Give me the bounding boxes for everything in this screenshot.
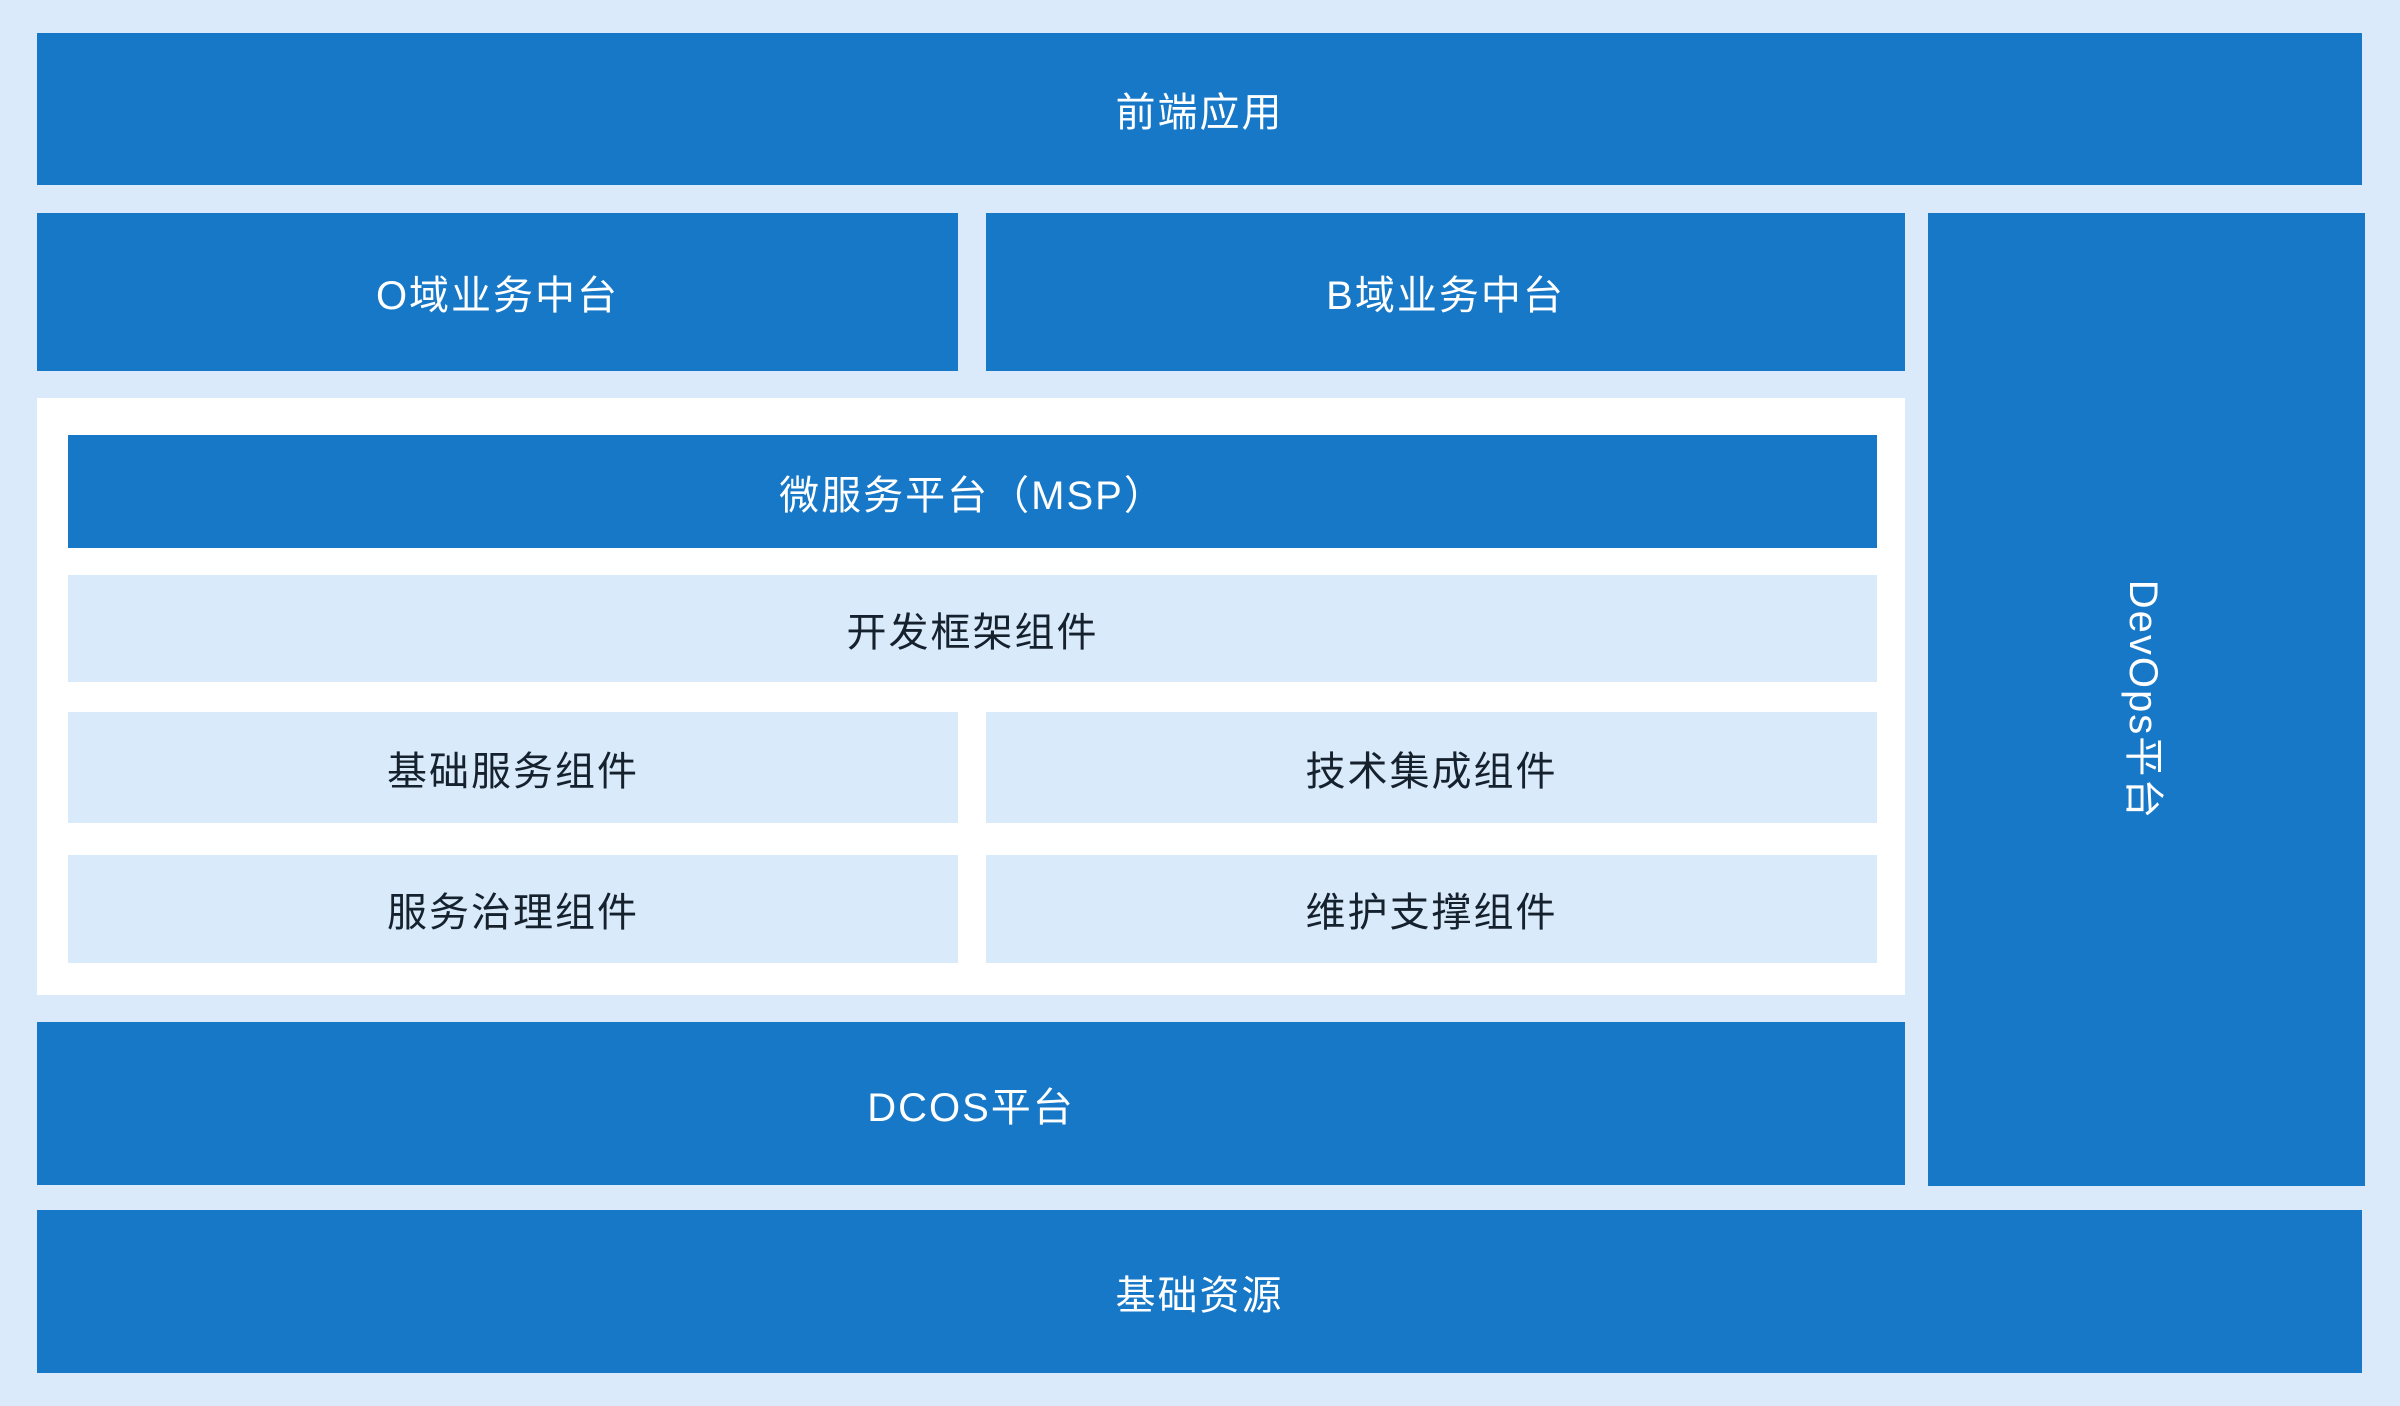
msp-component-service-governance: 服务治理组件 xyxy=(68,855,958,963)
layer-o-domain-platform: O域业务中台 xyxy=(37,213,958,371)
msp-component-label: 技术集成组件 xyxy=(1305,749,1558,794)
msp-component-label: 维护支撑组件 xyxy=(1305,891,1558,935)
msp-title-bar: 微服务平台（MSP） xyxy=(68,435,1877,548)
layer-b-domain-platform: B域业务中台 xyxy=(986,213,1905,371)
layer-frontend-app-label: 前端应用 xyxy=(1115,91,1284,135)
msp-component-tech-integration: 技术集成组件 xyxy=(986,712,1877,823)
layer-devops-platform-label: DevOps平台 xyxy=(2120,579,2165,820)
msp-component-basic-services: 基础服务组件 xyxy=(68,712,958,823)
msp-component-label: 服务治理组件 xyxy=(387,891,639,935)
layer-dcos-platform: DCOS平台 xyxy=(37,1022,1905,1185)
layer-frontend-app: 前端应用 xyxy=(37,33,2362,185)
msp-panel: 微服务平台（MSP） 开发框架组件 基础服务组件 技术集成组件 服务治理组件 维… xyxy=(37,398,1905,995)
msp-component-dev-framework: 开发框架组件 xyxy=(68,575,1877,682)
msp-component-label: 开发框架组件 xyxy=(846,610,1099,655)
msp-component-maintenance-support: 维护支撑组件 xyxy=(986,855,1877,963)
layer-infrastructure-label: 基础资源 xyxy=(1115,1273,1284,1318)
msp-component-label: 基础服务组件 xyxy=(387,749,639,794)
layer-dcos-platform-label: DCOS平台 xyxy=(867,1085,1075,1130)
layer-devops-platform: DevOps平台 xyxy=(1928,213,2365,1186)
layer-infrastructure: 基础资源 xyxy=(37,1210,2362,1373)
layer-o-domain-platform-label: O域业务中台 xyxy=(375,274,620,318)
msp-title-label: 微服务平台（MSP） xyxy=(779,473,1166,518)
layer-b-domain-platform-label: B域业务中台 xyxy=(1326,274,1565,318)
